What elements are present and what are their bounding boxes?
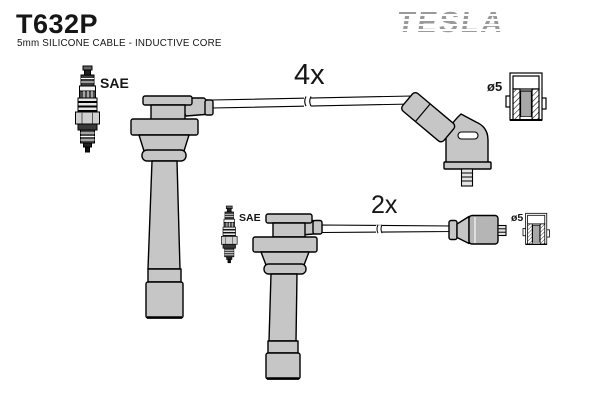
logo-stripe <box>390 14 516 16</box>
quantity-label: 2x <box>371 191 398 219</box>
ignition-cable <box>321 224 453 234</box>
diameter-label: ø5 <box>487 79 502 94</box>
tesla-brand-logo: TESLA <box>388 7 516 39</box>
coil-boot-icon <box>130 95 214 319</box>
sae-label: SAE <box>100 75 129 91</box>
spark-plug-icon <box>220 205 238 264</box>
ignition-cable <box>211 95 413 109</box>
top-assembly: SAE 4x <box>74 59 547 319</box>
terminal-cap-cross-section-icon <box>522 212 551 245</box>
terminal-pin <box>460 168 474 187</box>
spark-plug-icon <box>74 65 101 153</box>
diameter-label: ø5 <box>511 212 523 224</box>
straight-terminal-icon <box>448 214 507 245</box>
terminal-cap-cross-section-icon <box>505 72 547 121</box>
elbow-terminal-icon <box>401 91 492 187</box>
part-number: T632P <box>16 9 98 39</box>
bottom-assembly: SAE 2x <box>220 191 551 380</box>
logo-stripe <box>389 19 515 21</box>
logo-stripe <box>388 24 515 26</box>
quantity-label: 4x <box>294 59 325 91</box>
terminal-pin <box>497 224 507 237</box>
cable-break-mark <box>304 96 307 107</box>
cable-break-mark <box>380 224 383 234</box>
cable-break-mark <box>376 224 379 234</box>
sae-label: SAE <box>239 212 261 224</box>
product-subtitle: 5mm SILICONE CABLE - INDUCTIVE CORE <box>17 38 222 49</box>
cable-break-mark <box>309 96 312 107</box>
coil-boot-icon <box>252 213 323 380</box>
terminal-slot <box>457 131 479 140</box>
brand-wordmark: TESLA <box>395 7 507 39</box>
logo-stripe <box>388 29 514 31</box>
